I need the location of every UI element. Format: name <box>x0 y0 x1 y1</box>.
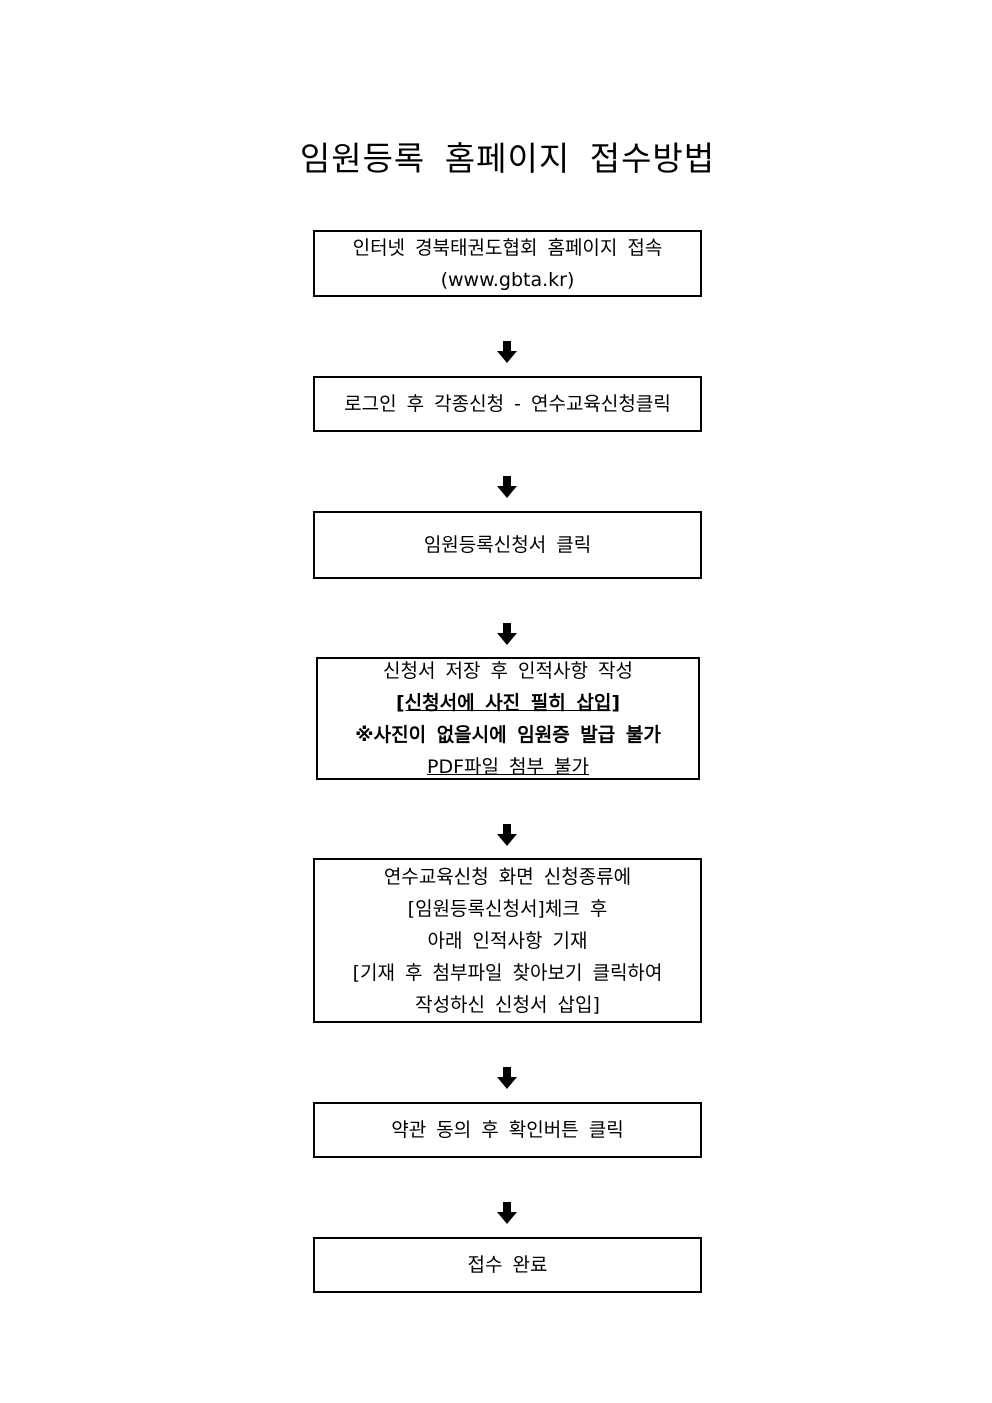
step-text: 신청서 저장 후 인적사항 작성 <box>383 659 633 682</box>
document-title: 임원등록 홈페이지 접수방법 <box>299 139 716 178</box>
down-arrow-icon <box>497 341 517 363</box>
step-text-photo-warning: ※사진이 없을시에 임원증 발급 불가 <box>355 723 661 746</box>
step-text: 연수교육신청 화면 신청종류에 <box>383 865 632 888</box>
down-arrow-icon <box>497 1067 517 1089</box>
down-arrow-icon <box>497 623 517 645</box>
step-text: 아래 인적사항 기재 <box>427 929 588 952</box>
step-box-fill-form: 신청서 저장 후 인적사항 작성 [신청서에 사진 필히 삽입] ※사진이 없을… <box>316 657 700 780</box>
step-text: 로그인 후 각종신청 - 연수교육신청클릭 <box>344 393 671 415</box>
down-arrow-icon <box>497 1202 517 1224</box>
step-text-photo-required: [신청서에 사진 필히 삽입] <box>395 691 620 714</box>
step-box-apply-training: 연수교육신청 화면 신청종류에 [임원등록신청서]체크 후 아래 인적사항 기재… <box>313 858 702 1023</box>
step-text: 임원등록신청서 클릭 <box>423 534 592 556</box>
step-box-complete: 접수 완료 <box>313 1237 702 1293</box>
step-text: [기재 후 첨부파일 찾아보기 클릭하여 <box>352 961 663 984</box>
step-text: 접수 완료 <box>467 1254 548 1276</box>
down-arrow-icon <box>497 476 517 498</box>
step-text: 약관 동의 후 확인버튼 클릭 <box>391 1119 624 1141</box>
step-box-agree-terms: 약관 동의 후 확인버튼 클릭 <box>313 1102 702 1158</box>
step-box-click-form: 임원등록신청서 클릭 <box>313 511 702 579</box>
step-box-login: 로그인 후 각종신청 - 연수교육신청클릭 <box>313 376 702 432</box>
step-text-url: (www.gbta.kr) <box>440 268 575 291</box>
step-box-access-homepage: 인터넷 경북태권도협회 홈페이지 접속 (www.gbta.kr) <box>313 230 702 297</box>
down-arrow-icon <box>497 824 517 846</box>
step-text: 인터넷 경북태권도협회 홈페이지 접속 <box>352 236 663 259</box>
step-text: 작성하신 신청서 삽입] <box>415 993 600 1016</box>
step-text-pdf-warning: PDF파일 첨부 불가 <box>427 755 589 778</box>
step-text: [임원등록신청서]체크 후 <box>407 897 608 920</box>
